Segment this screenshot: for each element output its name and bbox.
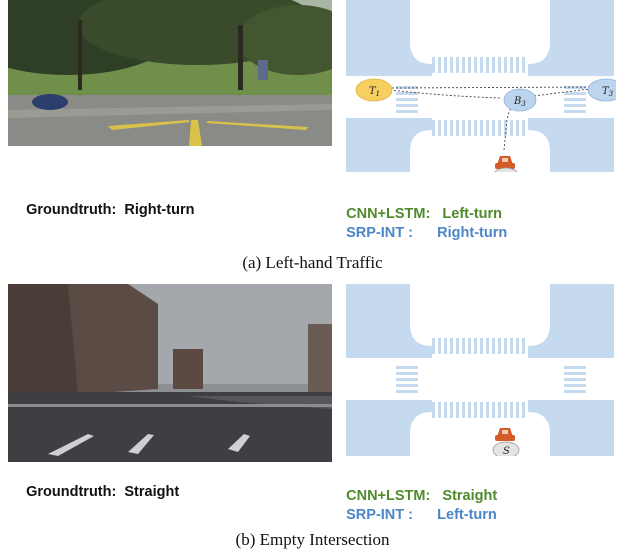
groundtruth-row: Groundtruth: Straight [10, 468, 179, 516]
b3-label: B [513, 96, 521, 107]
t1-label: T [369, 86, 377, 97]
road-block-tl [346, 0, 432, 76]
cnn-label: CNN+LSTM: [346, 206, 431, 222]
road-block-tl [346, 284, 432, 358]
panel-left-hand-traffic: Groundtruth: Right-turn T1 B3 [8, 0, 616, 272]
road-block-br [528, 400, 614, 456]
srp-label: SRP-INT : [346, 225, 413, 241]
edge-t1-t3 [387, 86, 593, 89]
car-icon [495, 428, 515, 441]
svg-text:T1: T1 [369, 86, 380, 98]
crosswalk-left [396, 86, 418, 113]
cnn-prediction-row: CNN+LSTM: Straight [330, 472, 497, 520]
start-node-s: S [492, 441, 520, 456]
intersection-diagram-a: T1 B3 T3 S [346, 0, 616, 172]
crosswalk-right [564, 366, 586, 393]
caption-a: (a) Left-hand Traffic [242, 253, 383, 272]
s-label: S [503, 446, 510, 456]
groundtruth-label: Groundtruth: [26, 484, 117, 500]
intersection-diagram-b: S [346, 284, 614, 456]
crosswalk-bottom [432, 402, 525, 418]
crosswalk-top [432, 338, 525, 354]
dashcam-photo-left-hand-traffic [8, 0, 332, 146]
groundtruth-row: Groundtruth: Right-turn [10, 186, 194, 234]
srp-prediction-row: SRP-INT : Left-turn [330, 491, 497, 539]
svg-text:T3: T3 [602, 86, 614, 98]
edge-b3-t3 [533, 88, 591, 97]
cnn-prediction-row: CNN+LSTM: Left-turn [330, 190, 502, 238]
srp-label: SRP-INT : [346, 507, 413, 523]
t1-subscript: 1 [376, 90, 380, 98]
groundtruth-value: Straight [124, 484, 180, 500]
start-node-s: S [494, 167, 518, 172]
target-node-t1: T1 [355, 78, 393, 102]
t3-subscript: 3 [609, 90, 614, 98]
t3-label: T [602, 86, 610, 97]
car-icon [495, 156, 515, 169]
crosswalk-bottom [432, 120, 525, 136]
dashcam-photo-empty-intersection [8, 284, 332, 462]
node-b3: B3 [503, 88, 537, 112]
groundtruth-value: Right-turn [124, 202, 195, 218]
road-block-tr [528, 284, 614, 358]
crosswalk-top [432, 57, 525, 73]
srp-value: Left-turn [437, 507, 497, 523]
caption-b: (b) Empty Intersection [235, 530, 390, 549]
groundtruth-label: Groundtruth: [26, 202, 117, 218]
crosswalk-right [564, 86, 586, 113]
target-node-t3: T3 [587, 78, 616, 102]
road-block-bl [346, 400, 432, 456]
road-block-bl [346, 118, 432, 172]
svg-text:B3: B3 [513, 96, 526, 108]
srp-prediction-row: SRP-INT : Right-turn [330, 209, 507, 257]
cnn-value: Left-turn [442, 206, 502, 222]
road-block-br [528, 118, 614, 172]
panel-empty-intersection: Groundtruth: Straight S CNN+LSTM: Str [0, 282, 625, 558]
cnn-value: Straight [442, 488, 498, 504]
srp-value: Right-turn [437, 225, 508, 241]
road-block-tr [528, 0, 614, 76]
crosswalk-left [396, 366, 418, 393]
b3-subscript: 3 [521, 100, 526, 108]
cnn-label: CNN+LSTM: [346, 488, 431, 504]
